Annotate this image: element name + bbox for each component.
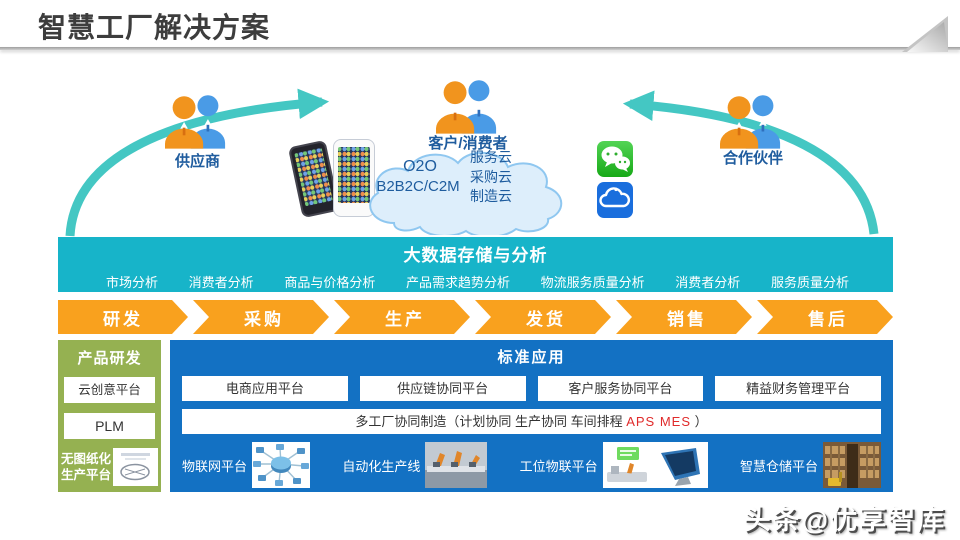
workstation-iot-label: 工位物联平台 xyxy=(519,458,598,474)
product-rd-title: 产品研发 xyxy=(77,350,142,367)
smartphone-screen xyxy=(338,147,370,203)
process-stage-shipping: 发货 xyxy=(475,300,611,334)
header-divider xyxy=(0,47,960,50)
process-stage-aftersales: 售后 xyxy=(757,300,893,334)
cloud-service-item: 服务云 xyxy=(470,149,512,165)
collab-highlight: APS MES xyxy=(626,414,691,429)
cloud-text-b2b2c: B2B2C/C2M xyxy=(376,178,460,195)
auto-line-image xyxy=(425,442,488,488)
bigdata-item: 市场分析 xyxy=(106,275,159,290)
ecommerce-platform-box: 电商应用平台 xyxy=(182,376,348,401)
process-stage-procurement: 采购 xyxy=(193,300,329,334)
cloud-creative-platform-box: 云创意平台 xyxy=(64,377,155,403)
cloud-service-item: 制造云 xyxy=(470,188,512,204)
supplier-people-icon xyxy=(165,95,226,149)
standard-apps-panel: 标准应用 电商应用平台 供应链协同平台 客户服务协同平台 精益财务管理平台 多工… xyxy=(170,340,893,492)
partner-label: 合作伙伴 xyxy=(722,150,783,167)
smart-warehouse-item: 智慧仓储平台 xyxy=(740,442,881,488)
cloud-text-o2o: O2O xyxy=(403,158,437,175)
page-curl-icon xyxy=(902,16,948,52)
platform-row: 物联网平台 xyxy=(182,442,881,488)
iot-platform-label: 物联网平台 xyxy=(182,458,248,474)
bigdata-title: 大数据存储与分析 xyxy=(403,246,548,265)
supplier-label: 供应商 xyxy=(174,153,220,170)
process-stage-rd: 研发 xyxy=(58,300,188,334)
product-rd-panel: 产品研发 云创意平台 PLM 无图纸化生产平台 xyxy=(58,340,161,492)
process-stage-production: 生产 xyxy=(334,300,470,334)
customer-service-platform-box: 客户服务协同平台 xyxy=(537,376,704,401)
bigdata-item: 消费者分析 xyxy=(675,275,741,290)
cloud-app-icon xyxy=(597,182,633,218)
paperless-production-image xyxy=(113,448,158,486)
smartphone-white-icon xyxy=(333,139,375,217)
smartphones-image xyxy=(287,139,393,221)
smart-warehouse-image xyxy=(823,442,881,488)
lean-finance-platform-box: 精益财务管理平台 xyxy=(715,376,881,401)
bigdata-item: 消费者分析 xyxy=(188,275,254,290)
process-chain: 研发 采购 生产 发货 销售 售后 xyxy=(58,300,893,334)
smart-warehouse-label: 智慧仓储平台 xyxy=(739,458,818,474)
bigdata-items: 市场分析 消费者分析 商品与价格分析 产品需求趋势分析 物流服务质量分析 消费者… xyxy=(58,266,893,291)
cloud-services-list: 服务云 采购云 制造云 xyxy=(470,148,550,207)
cloud-bubble-icon xyxy=(369,151,563,235)
partner-people-icon xyxy=(720,95,781,149)
workstation-iot-image xyxy=(602,442,708,488)
bigdata-item: 物流服务质量分析 xyxy=(540,275,645,290)
smartphone-screen xyxy=(294,147,333,207)
iot-platform-item: 物联网平台 xyxy=(182,442,311,488)
page-title: 智慧工厂解决方案 xyxy=(38,12,271,43)
process-stage-sales: 销售 xyxy=(616,300,752,334)
supply-chain-platform-box: 供应链协同平台 xyxy=(359,376,526,401)
workstation-iot-item: 工位物联平台 xyxy=(520,442,708,488)
customer-people-icon xyxy=(436,80,497,134)
bigdata-item: 服务质量分析 xyxy=(770,275,849,290)
bigdata-item: 产品需求趋势分析 xyxy=(405,275,510,290)
paperless-production-label: 无图纸化生产平台 xyxy=(61,452,112,482)
multi-factory-collab-bar: 多工厂协同制造（计划协同 生产协同 车间排程 APS MES ） xyxy=(182,409,881,434)
auto-line-item: 自动化生产线 xyxy=(342,442,488,488)
flow-arrows-icon xyxy=(65,88,879,237)
cloud-service-item: 采购云 xyxy=(470,168,512,185)
auto-line-label: 自动化生产线 xyxy=(342,458,421,474)
iot-platform-image xyxy=(252,442,311,488)
paperless-production-row: 无图纸化生产平台 xyxy=(58,448,161,486)
plm-box: PLM xyxy=(64,413,155,439)
wechat-icon xyxy=(597,141,633,177)
standard-apps-buttons: 电商应用平台 供应链协同平台 客户服务协同平台 精益财务管理平台 xyxy=(182,376,881,401)
bigdata-band: 大数据存储与分析 市场分析 消费者分析 商品与价格分析 产品需求趋势分析 物流服… xyxy=(58,237,893,292)
customer-label: 客户/消费者 xyxy=(428,135,508,152)
standard-apps-title: 标准应用 xyxy=(497,349,566,366)
collab-text: 多工厂协同制造（计划协同 生产协同 车间排程 xyxy=(355,414,627,429)
collab-text: ） xyxy=(691,414,708,429)
watermark: 头条@优享智库 xyxy=(743,505,946,535)
bigdata-item: 商品与价格分析 xyxy=(284,275,376,290)
